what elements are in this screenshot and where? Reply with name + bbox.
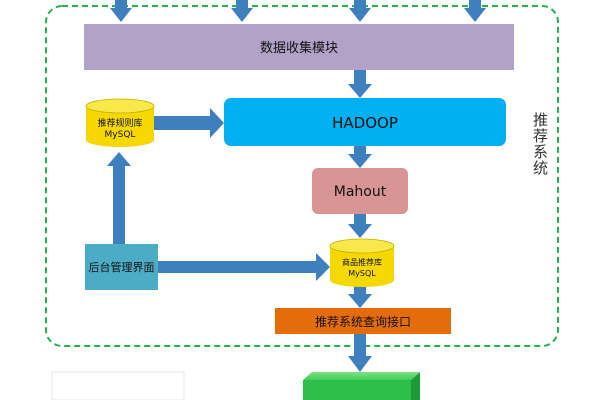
query-interface-label: 推荐系统查询接口	[315, 314, 411, 329]
collect-module-label: 数据收集模块	[260, 40, 338, 56]
arrow-ruledb-to-hadoop	[152, 108, 224, 138]
arrow-productdb-to-query	[348, 286, 372, 308]
arrow-mahout-to-productdb	[348, 214, 372, 238]
query-interface-node: 推荐系统查询接口	[275, 308, 451, 334]
hadoop-label: HADOOP	[332, 114, 398, 132]
rule-db-label: 推荐规则库	[97, 117, 142, 129]
hadoop-node: HADOOP	[224, 98, 506, 146]
rule-db-node: 推荐规则库 MySQL	[85, 98, 155, 147]
arrow-collect-to-hadoop	[348, 70, 372, 98]
product-db-node: 商品推荐库 MySQL	[329, 238, 395, 287]
incoming-arrow-4	[464, 0, 486, 22]
admin-ui-node: 后台管理界面	[85, 244, 158, 290]
arrows	[107, 0, 486, 372]
mahout-label: Mahout	[334, 184, 387, 200]
product-db-label: 商品推荐库	[342, 257, 382, 267]
incoming-arrow-3	[349, 0, 371, 22]
arrow-admin-to-productdb	[158, 253, 330, 281]
collect-module-node: 数据收集模块	[84, 24, 514, 70]
incoming-arrow-2	[231, 0, 253, 22]
arrow-admin-to-ruledb	[107, 152, 131, 244]
product-db-type: MySQL	[348, 269, 376, 278]
output-block	[303, 372, 420, 400]
mahout-node: Mahout	[312, 168, 408, 214]
incoming-arrow-1	[110, 0, 132, 22]
arrow-query-to-output	[348, 334, 372, 372]
arrow-hadoop-to-mahout	[348, 146, 372, 168]
blank-panel	[51, 371, 185, 400]
rule-db-type: MySQL	[105, 130, 136, 140]
admin-ui-label: 后台管理界面	[89, 260, 155, 274]
system-boundary	[45, 5, 559, 347]
system-boundary-label: 推荐系统	[531, 112, 549, 176]
